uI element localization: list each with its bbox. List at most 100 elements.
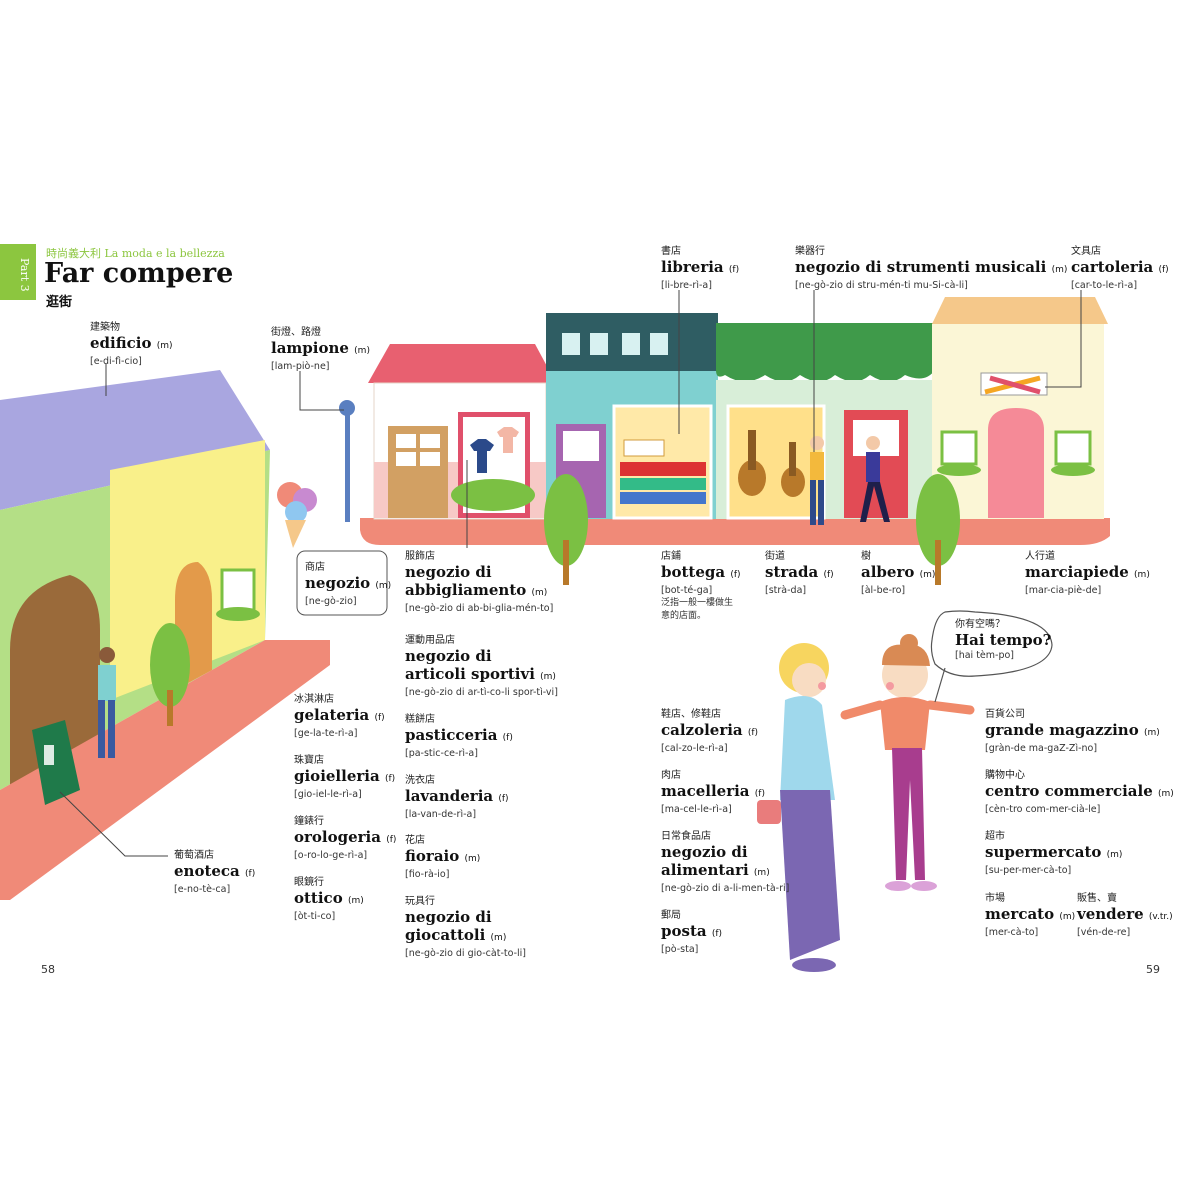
entry-pronunciation: [gràn-de ma-gaZ-Zì-no] bbox=[985, 743, 1098, 754]
entry-macelleria: 肉店 macelleria (f) [ma-cel-le-rì-a] bbox=[661, 769, 765, 816]
entry-zh: 超市 bbox=[985, 831, 1005, 842]
entry-zh: 販售、賣 bbox=[1077, 893, 1117, 904]
entry-word: grande magazzino bbox=[985, 721, 1139, 739]
entry-pronunciation: [àl-be-ro] bbox=[861, 585, 906, 596]
entry-libreria: 書店 libreria (f) [li-bre-rì-a] bbox=[661, 245, 739, 292]
entry-zh: 市場 bbox=[985, 893, 1005, 904]
page-number-right: 59 bbox=[1146, 963, 1160, 976]
entry-gender: (f) bbox=[754, 789, 765, 799]
entry-abbigliamento: 服飾店 negozio di abbigliamento (m) [ne-gò-… bbox=[405, 550, 553, 615]
entry-zh: 人行道 bbox=[1025, 551, 1055, 562]
entry-word: centro commerciale bbox=[985, 782, 1153, 800]
entry-negozio: 商店 negozio (m) [ne-gò-zio] bbox=[305, 561, 391, 608]
entry-gender: (v.tr.) bbox=[1148, 912, 1173, 922]
entry-pronunciation: [mar-cia-piè-de] bbox=[1025, 585, 1102, 596]
entry-bottega: 店鋪 bottega (f) [bot-té-ga] 泛指一般一樓做生 意的店面… bbox=[661, 550, 741, 623]
entry-zh: 洗衣店 bbox=[405, 775, 435, 786]
entry-gender: (m) bbox=[1143, 728, 1160, 738]
entry-pronunciation: [fio-rà-io] bbox=[405, 869, 450, 880]
entry-zh: 樂器行 bbox=[795, 246, 825, 257]
entry-gender: (f) bbox=[245, 869, 256, 879]
entry-word: libreria bbox=[661, 258, 724, 276]
entry-zh: 樹 bbox=[861, 551, 871, 562]
entry-pronunciation: [la-van-de-rì-a] bbox=[405, 809, 477, 820]
entry-fioraio: 花店 fioraio (m) [fio-rà-io] bbox=[405, 834, 480, 881]
entry-word: albero bbox=[861, 563, 915, 581]
entry-zh: 街道 bbox=[765, 551, 785, 562]
entry-pronunciation: [mer-cà-to] bbox=[985, 927, 1039, 938]
entry-pronunciation: [e-no-tè-ca] bbox=[174, 884, 231, 895]
entry-gender: (f) bbox=[384, 774, 396, 784]
entry-zh: 商店 bbox=[305, 562, 325, 573]
entry-gender: (f) bbox=[374, 713, 385, 723]
entry-albero: 樹 albero (m) [àl-be-ro] bbox=[861, 550, 935, 597]
entry-gender: (m) bbox=[1051, 265, 1068, 275]
entry-giocattoli: 玩具行 negozio di giocattoli (m) [ne-gò-zio… bbox=[405, 895, 526, 960]
entry-word: calzoleria bbox=[661, 721, 743, 739]
entry-gioielleria: 珠寶店 gioielleria (f) [gio-iel-le-rì-a] bbox=[294, 754, 395, 801]
entry-word: pasticceria bbox=[405, 726, 498, 744]
entry-note-line2: 意的店面。 bbox=[661, 611, 707, 621]
entry-gender: (m) bbox=[1106, 850, 1123, 860]
entry-cartoleria: 文具店 cartoleria (f) [car-to-le-rì-a] bbox=[1071, 245, 1169, 292]
entry-zh: 珠寶店 bbox=[294, 755, 324, 766]
entry-word: macelleria bbox=[661, 782, 750, 800]
entry-word: posta bbox=[661, 922, 707, 940]
subtitle: 時尚義大利 La moda e la bellezza bbox=[46, 245, 225, 261]
entry-zh: 建築物 bbox=[90, 322, 120, 333]
subtitle-zh: 時尚義大利 bbox=[46, 247, 101, 260]
entry-gender: (f) bbox=[502, 733, 513, 743]
entry-posta: 郵局 posta (f) [pò-sta] bbox=[661, 909, 722, 956]
entry-gender: (f) bbox=[728, 265, 740, 275]
entry-strumenti-musicali: 樂器行 negozio di strumenti musicali (m) [n… bbox=[795, 245, 1067, 292]
entry-word: lampione bbox=[271, 339, 349, 357]
entry-gender: (m) bbox=[1059, 912, 1076, 922]
entry-calzoleria: 鞋店、修鞋店 calzoleria (f) [cal-zo-le-rì-a] bbox=[661, 708, 758, 755]
entry-word: enoteca bbox=[174, 862, 240, 880]
entry-zh: 郵局 bbox=[661, 910, 681, 921]
entry-pronunciation: [e-di-fì-cio] bbox=[90, 356, 142, 367]
page-number-left: 58 bbox=[41, 963, 55, 976]
entry-pronunciation: [cal-zo-le-rì-a] bbox=[661, 743, 728, 754]
entry-gelateria: 冰淇淋店 gelateria (f) [ge-la-te-rì-a] bbox=[294, 693, 385, 740]
entry-word-line1: negozio di bbox=[405, 908, 492, 926]
entry-gender: (m) bbox=[464, 854, 481, 864]
entry-zh: 花店 bbox=[405, 835, 425, 846]
entry-supermercato: 超市 supermercato (m) [su-per-mer-cà-to] bbox=[985, 830, 1122, 877]
entry-pronunciation: [li-bre-rì-a] bbox=[661, 280, 712, 291]
subtitle-it: La moda e la bellezza bbox=[104, 247, 225, 260]
entry-orologeria: 鐘錶行 orologeria (f) [o-ro-lo-ge-rì-a] bbox=[294, 815, 396, 862]
entry-zh: 運動用品店 bbox=[405, 635, 455, 646]
entry-gender: (m) bbox=[375, 581, 392, 591]
entry-zh: 百貨公司 bbox=[985, 709, 1025, 720]
page-title: Far compere bbox=[44, 258, 234, 289]
entry-gender: (m) bbox=[1134, 570, 1150, 580]
entry-pronunciation: [ma-cel-le-rì-a] bbox=[661, 804, 732, 815]
entry-word: orologeria bbox=[294, 828, 381, 846]
entry-pronunciation: [pò-sta] bbox=[661, 944, 699, 955]
entry-gender: (m) bbox=[354, 346, 370, 356]
entry-pronunciation: [hai tèm-po] bbox=[955, 650, 1015, 661]
speech-bubble-text: 你有空嗎？ Hai tempo? [hai tèm-po] bbox=[955, 618, 1051, 662]
entry-pronunciation: [cèn-tro com-mer-cià-le] bbox=[985, 804, 1101, 815]
entry-zh: 文具店 bbox=[1071, 246, 1101, 257]
entry-gender: (m) bbox=[540, 672, 556, 682]
entry-pronunciation: [strà-da] bbox=[765, 585, 807, 596]
page-title-zh: 逛街 bbox=[46, 295, 73, 310]
entry-pronunciation: [ge-la-te-rì-a] bbox=[294, 728, 358, 739]
entry-word: strada bbox=[765, 563, 819, 581]
entry-zh: 書店 bbox=[661, 246, 681, 257]
entry-word-line2: alimentari bbox=[661, 861, 749, 879]
entry-gender: (m) bbox=[490, 933, 507, 943]
entry-pronunciation: [ne-gò-zio di gio-càt-to-li] bbox=[405, 948, 527, 959]
entry-zh: 糕餅店 bbox=[405, 714, 435, 725]
entry-zh: 服飾店 bbox=[405, 551, 435, 562]
entry-zh: 鐘錶行 bbox=[294, 816, 324, 827]
entry-zh: 你有空嗎？ bbox=[955, 619, 1005, 630]
entry-gender: (m) bbox=[1158, 789, 1174, 799]
entry-word-line2: giocattoli bbox=[405, 926, 486, 944]
entry-lavanderia: 洗衣店 lavanderia (f) [la-van-de-rì-a] bbox=[405, 774, 509, 821]
entry-gender: (m) bbox=[753, 868, 770, 878]
entry-gender: (f) bbox=[1158, 265, 1169, 275]
